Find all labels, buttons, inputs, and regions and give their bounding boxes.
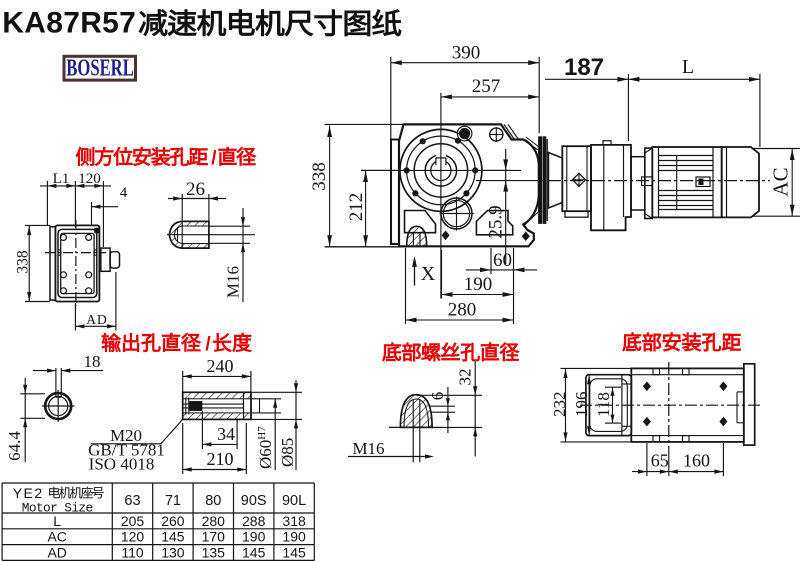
svg-text:L1: L1 (53, 171, 70, 187)
svg-text:280: 280 (448, 300, 477, 321)
svg-text:L: L (53, 513, 61, 529)
svg-text:63: 63 (124, 493, 140, 509)
svg-text:GB/T 5781: GB/T 5781 (88, 441, 165, 460)
svg-text:205: 205 (121, 513, 145, 529)
svg-text:210: 210 (207, 449, 234, 469)
svg-text:L: L (682, 56, 694, 78)
svg-text:Motor Size: Motor Size (22, 501, 93, 516)
svg-text:BOSERL: BOSERL (66, 56, 134, 82)
svg-text:4: 4 (120, 185, 128, 201)
svg-text:M16: M16 (352, 439, 384, 458)
svg-text:26: 26 (186, 179, 205, 200)
svg-text:240: 240 (207, 356, 234, 376)
svg-text:KA87R57: KA87R57 (2, 6, 136, 39)
svg-text:AD: AD (86, 312, 108, 327)
svg-text:X: X (421, 263, 436, 285)
svg-text:25.9: 25.9 (486, 205, 507, 238)
svg-text:M16: M16 (224, 266, 243, 298)
svg-text:65: 65 (651, 451, 669, 471)
svg-text:32: 32 (456, 369, 475, 386)
svg-text:196: 196 (572, 392, 591, 418)
svg-text:90L: 90L (282, 493, 306, 509)
svg-text:130: 130 (161, 545, 185, 561)
svg-text:260: 260 (161, 513, 185, 529)
svg-text:18: 18 (84, 352, 101, 371)
svg-text:135: 135 (202, 545, 226, 561)
svg-text:190: 190 (282, 529, 306, 545)
svg-text:390: 390 (452, 43, 481, 64)
svg-text:280: 280 (202, 513, 226, 529)
svg-text:64.4: 64.4 (5, 431, 24, 461)
svg-text:90S: 90S (241, 493, 267, 509)
svg-text:80: 80 (205, 493, 221, 509)
svg-text:6: 6 (428, 392, 447, 401)
svg-text:190: 190 (242, 529, 266, 545)
svg-text:120: 120 (78, 171, 101, 187)
svg-text:145: 145 (242, 545, 266, 561)
svg-text:187: 187 (564, 54, 604, 81)
svg-text:/: / (211, 148, 217, 169)
svg-text:AC: AC (769, 167, 793, 196)
svg-text:257: 257 (472, 76, 501, 97)
svg-text:118: 118 (594, 392, 613, 417)
svg-text:145: 145 (161, 529, 185, 545)
svg-text:AD: AD (47, 545, 66, 561)
svg-text:170: 170 (202, 529, 226, 545)
svg-text:120: 120 (121, 529, 145, 545)
svg-text:232: 232 (550, 392, 569, 418)
svg-text:212: 212 (346, 193, 367, 222)
svg-text:Ø85: Ø85 (278, 438, 297, 467)
svg-text:M20: M20 (110, 426, 142, 445)
svg-text:160: 160 (683, 451, 710, 471)
svg-text:338: 338 (15, 250, 32, 274)
svg-text:60: 60 (493, 250, 512, 271)
svg-text:ISO 4018: ISO 4018 (89, 455, 155, 474)
svg-text:190: 190 (464, 274, 493, 295)
svg-text:145: 145 (282, 545, 306, 561)
svg-text:71: 71 (165, 493, 181, 509)
svg-text:YE2: YE2 (13, 485, 44, 501)
svg-text:318: 318 (282, 513, 306, 529)
svg-text:110: 110 (121, 545, 144, 561)
svg-text:34: 34 (217, 424, 235, 444)
svg-text:288: 288 (242, 513, 266, 529)
svg-text:/: / (205, 334, 211, 355)
svg-text:AC: AC (47, 529, 66, 545)
svg-text:338: 338 (309, 162, 330, 191)
